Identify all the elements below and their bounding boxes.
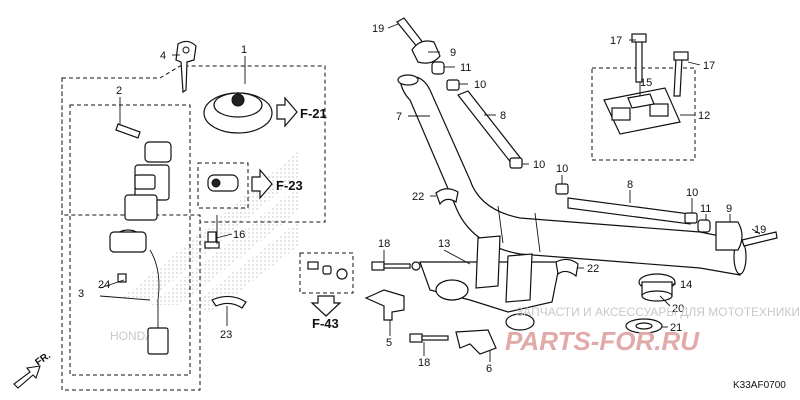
upper-holder-12-part[interactable]: [603, 87, 681, 135]
callout-19-right[interactable]: 19: [754, 224, 766, 236]
bar-end-weight-9-upper-part[interactable]: [411, 40, 441, 64]
ref-f23-label[interactable]: F-23: [276, 178, 303, 193]
bolt-17-left-part[interactable]: [631, 33, 647, 83]
front-direction-indicator: FR.: [13, 350, 53, 389]
callout-9-right[interactable]: 9: [726, 203, 732, 215]
ignition-switch-part[interactable]: [115, 123, 172, 221]
stay-6-part[interactable]: [455, 329, 497, 355]
handlebar-pipe-part[interactable]: [397, 74, 747, 276]
watermark-logo: PARTS-FOR.RU: [505, 326, 700, 356]
nut-10-right-part[interactable]: [684, 212, 698, 224]
callout-16[interactable]: 16: [233, 229, 245, 241]
ref-f21-label[interactable]: F-21: [300, 106, 327, 121]
callout-22-upper[interactable]: 22: [412, 191, 424, 203]
collar-11-upper-part[interactable]: [431, 61, 445, 75]
callout-17-right[interactable]: 17: [703, 60, 715, 72]
clamp-23-part[interactable]: [211, 295, 247, 309]
callout-4[interactable]: 4: [160, 50, 166, 62]
callout-9-upper[interactable]: 9: [450, 47, 456, 59]
callout-18-upper[interactable]: 18: [378, 238, 390, 250]
nut-10-mid-part[interactable]: [509, 157, 523, 169]
ref-arrow-f21[interactable]: F-21: [276, 96, 327, 128]
collar-11-right-part[interactable]: [697, 219, 711, 233]
callout-20[interactable]: 20: [672, 303, 684, 315]
ref-f43-label[interactable]: F-43: [312, 316, 339, 331]
pin-24-part[interactable]: [117, 273, 127, 283]
bolt-set-f43-parts[interactable]: [307, 261, 348, 280]
ref-arrow-f23[interactable]: F-23: [251, 168, 303, 200]
honda-logo-text: HONDA: [110, 329, 153, 343]
nut-10-right-left-part[interactable]: [555, 183, 569, 195]
bracket-5-part[interactable]: [364, 289, 405, 321]
clamp-22-lower-part[interactable]: [555, 258, 579, 278]
bar-weight-inner-right-part[interactable]: [567, 197, 691, 225]
callout-11-right[interactable]: 11: [700, 203, 711, 215]
callout-14[interactable]: 14: [680, 279, 692, 291]
fuel-cap-part[interactable]: [203, 92, 273, 134]
group-box-ignition: [69, 104, 191, 376]
callout-15[interactable]: 15: [640, 77, 652, 89]
callout-7[interactable]: 7: [396, 111, 402, 123]
key-part[interactable]: [175, 40, 197, 94]
callout-10-upper[interactable]: 10: [474, 79, 486, 91]
group-box-bolt-set: [299, 252, 354, 294]
callout-22-lower[interactable]: 22: [587, 263, 599, 275]
callout-24[interactable]: 24: [98, 279, 110, 291]
bolt-19-right-part[interactable]: [741, 231, 778, 247]
callout-11-upper[interactable]: 11: [460, 62, 471, 74]
plate-15-part[interactable]: [627, 93, 655, 109]
front-label: FR.: [33, 350, 53, 368]
callout-17-left[interactable]: 17: [610, 35, 622, 47]
callout-19-upper[interactable]: 19: [372, 23, 384, 35]
bolt-17-right-part[interactable]: [673, 51, 689, 97]
nut-10-upper-part[interactable]: [446, 79, 460, 91]
group-box-lock-set: [61, 65, 326, 223]
steering-lock-part[interactable]: [109, 229, 169, 355]
front-arrow-icon: [13, 365, 41, 389]
collar-20-part[interactable]: [638, 273, 676, 302]
bar-end-weight-9-right-part[interactable]: [715, 221, 743, 251]
diagram-code: K33AF0700: [733, 380, 786, 391]
callout-8-right[interactable]: 8: [627, 179, 633, 191]
ref-arrow-f43[interactable]: F-43: [310, 295, 342, 331]
bar-weight-inner-upper-part[interactable]: [457, 90, 523, 165]
callout-23[interactable]: 23: [220, 329, 232, 341]
callout-3[interactable]: 3: [78, 288, 84, 300]
callout-10-right[interactable]: 10: [686, 187, 698, 199]
group-box-key-cylinder: [197, 162, 249, 209]
clamp-22-upper-part[interactable]: [435, 188, 459, 206]
callout-10-right-left[interactable]: 10: [556, 163, 568, 175]
callout-12[interactable]: 12: [698, 110, 710, 122]
callout-18-lower[interactable]: 18: [418, 357, 430, 369]
lower-holder-13-part[interactable]: [419, 235, 561, 331]
washer-21-part[interactable]: [625, 318, 663, 334]
callout-1[interactable]: 1: [241, 44, 247, 56]
leader-lines: [99, 23, 761, 362]
callout-10-mid[interactable]: 10: [533, 159, 545, 171]
bolt-18-lower-part[interactable]: [409, 333, 449, 343]
callouts: 4 1 2 16 24 3 23 19 9 11 10 7 8 10 10 8 …: [78, 23, 766, 375]
key-cylinder-part[interactable]: [207, 174, 239, 192]
callout-8-upper[interactable]: 8: [500, 110, 506, 122]
callout-5[interactable]: 5: [386, 337, 392, 349]
watermark-text: ЗАПЧАСТИ И АКСЕССУАРЫ ДЛЯ МОТОТЕХНИКИ: [516, 305, 800, 319]
callout-2[interactable]: 2: [116, 85, 122, 97]
callout-6[interactable]: 6: [486, 363, 492, 375]
bolt-18-upper-part[interactable]: [371, 261, 421, 271]
callout-13[interactable]: 13: [438, 238, 450, 250]
group-box-lock-set-lower: [61, 78, 201, 391]
callout-21[interactable]: 21: [670, 322, 682, 334]
